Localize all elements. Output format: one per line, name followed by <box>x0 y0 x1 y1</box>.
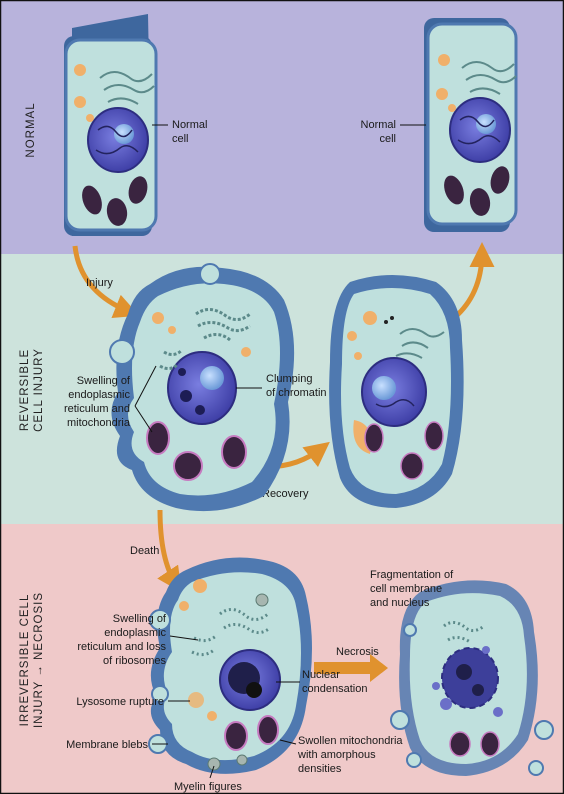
swelling-er-mito-label-4: mitochondria <box>67 417 131 429</box>
swelling-er-ribo-label-1: Swelling of <box>113 613 167 625</box>
swelling-er-ribo-label-3: reticulum and loss <box>77 641 166 653</box>
nuclear-condensation-label-2: condensation <box>302 683 367 695</box>
normal-cell-right-label-1: Normal <box>361 119 396 131</box>
normal-cell-left-label-1: Normal <box>172 119 207 131</box>
fragmentation-label-3: and nucleus <box>370 597 430 609</box>
swelling-er-ribo-label-2: endoplasmic <box>104 627 166 639</box>
fragmentation-label-1: Fragmentation of <box>370 569 454 581</box>
section-label-normal: NORMAL <box>25 102 37 157</box>
section-label-irreversible-1: IRREVERSIBLE CELL <box>19 594 31 727</box>
membrane-blebs-label: Membrane blebs <box>66 739 148 751</box>
swollen-mito-label-3: densities <box>298 763 342 775</box>
normal-cell-left <box>64 14 156 236</box>
myelin-figures-label: Myelin figures <box>174 781 242 793</box>
swollen-mito-label-1: Swollen mitochondria <box>298 735 403 747</box>
death-label: Death <box>130 545 159 557</box>
recovering-cell <box>329 275 464 508</box>
swelling-er-ribo-label-4: of ribosomes <box>103 655 166 667</box>
clumping-label-2: of chromatin <box>266 387 327 399</box>
swelling-er-mito-label-2: endoplasmic <box>68 389 130 401</box>
clumping-label-1: Clumping <box>266 373 312 385</box>
section-label-irreversible-2: INJURY → NECROSIS <box>33 592 45 728</box>
nuclear-condensation-label-1: Nuclear <box>302 669 340 681</box>
injury-label: Injury <box>86 277 113 289</box>
swollen-mito-label-2: with amorphous <box>297 749 376 761</box>
swelling-er-mito-label-3: reticulum and <box>64 403 130 415</box>
fragmentation-label-2: cell membrane <box>370 583 442 595</box>
section-label-reversible-2: CELL INJURY <box>33 348 45 432</box>
swelling-er-mito-label-1: Swelling of <box>77 375 131 387</box>
recovery-label: Recovery <box>262 488 309 500</box>
section-label-reversible-1: REVERSIBLE <box>19 349 31 431</box>
normal-cell-right <box>424 18 516 232</box>
necrosis-label: Necrosis <box>336 646 379 658</box>
lysosome-rupture-label: Lysosome rupture <box>76 696 164 708</box>
normal-cell-left-label-2: cell <box>172 133 189 145</box>
normal-cell-right-label-2: cell <box>379 133 396 145</box>
